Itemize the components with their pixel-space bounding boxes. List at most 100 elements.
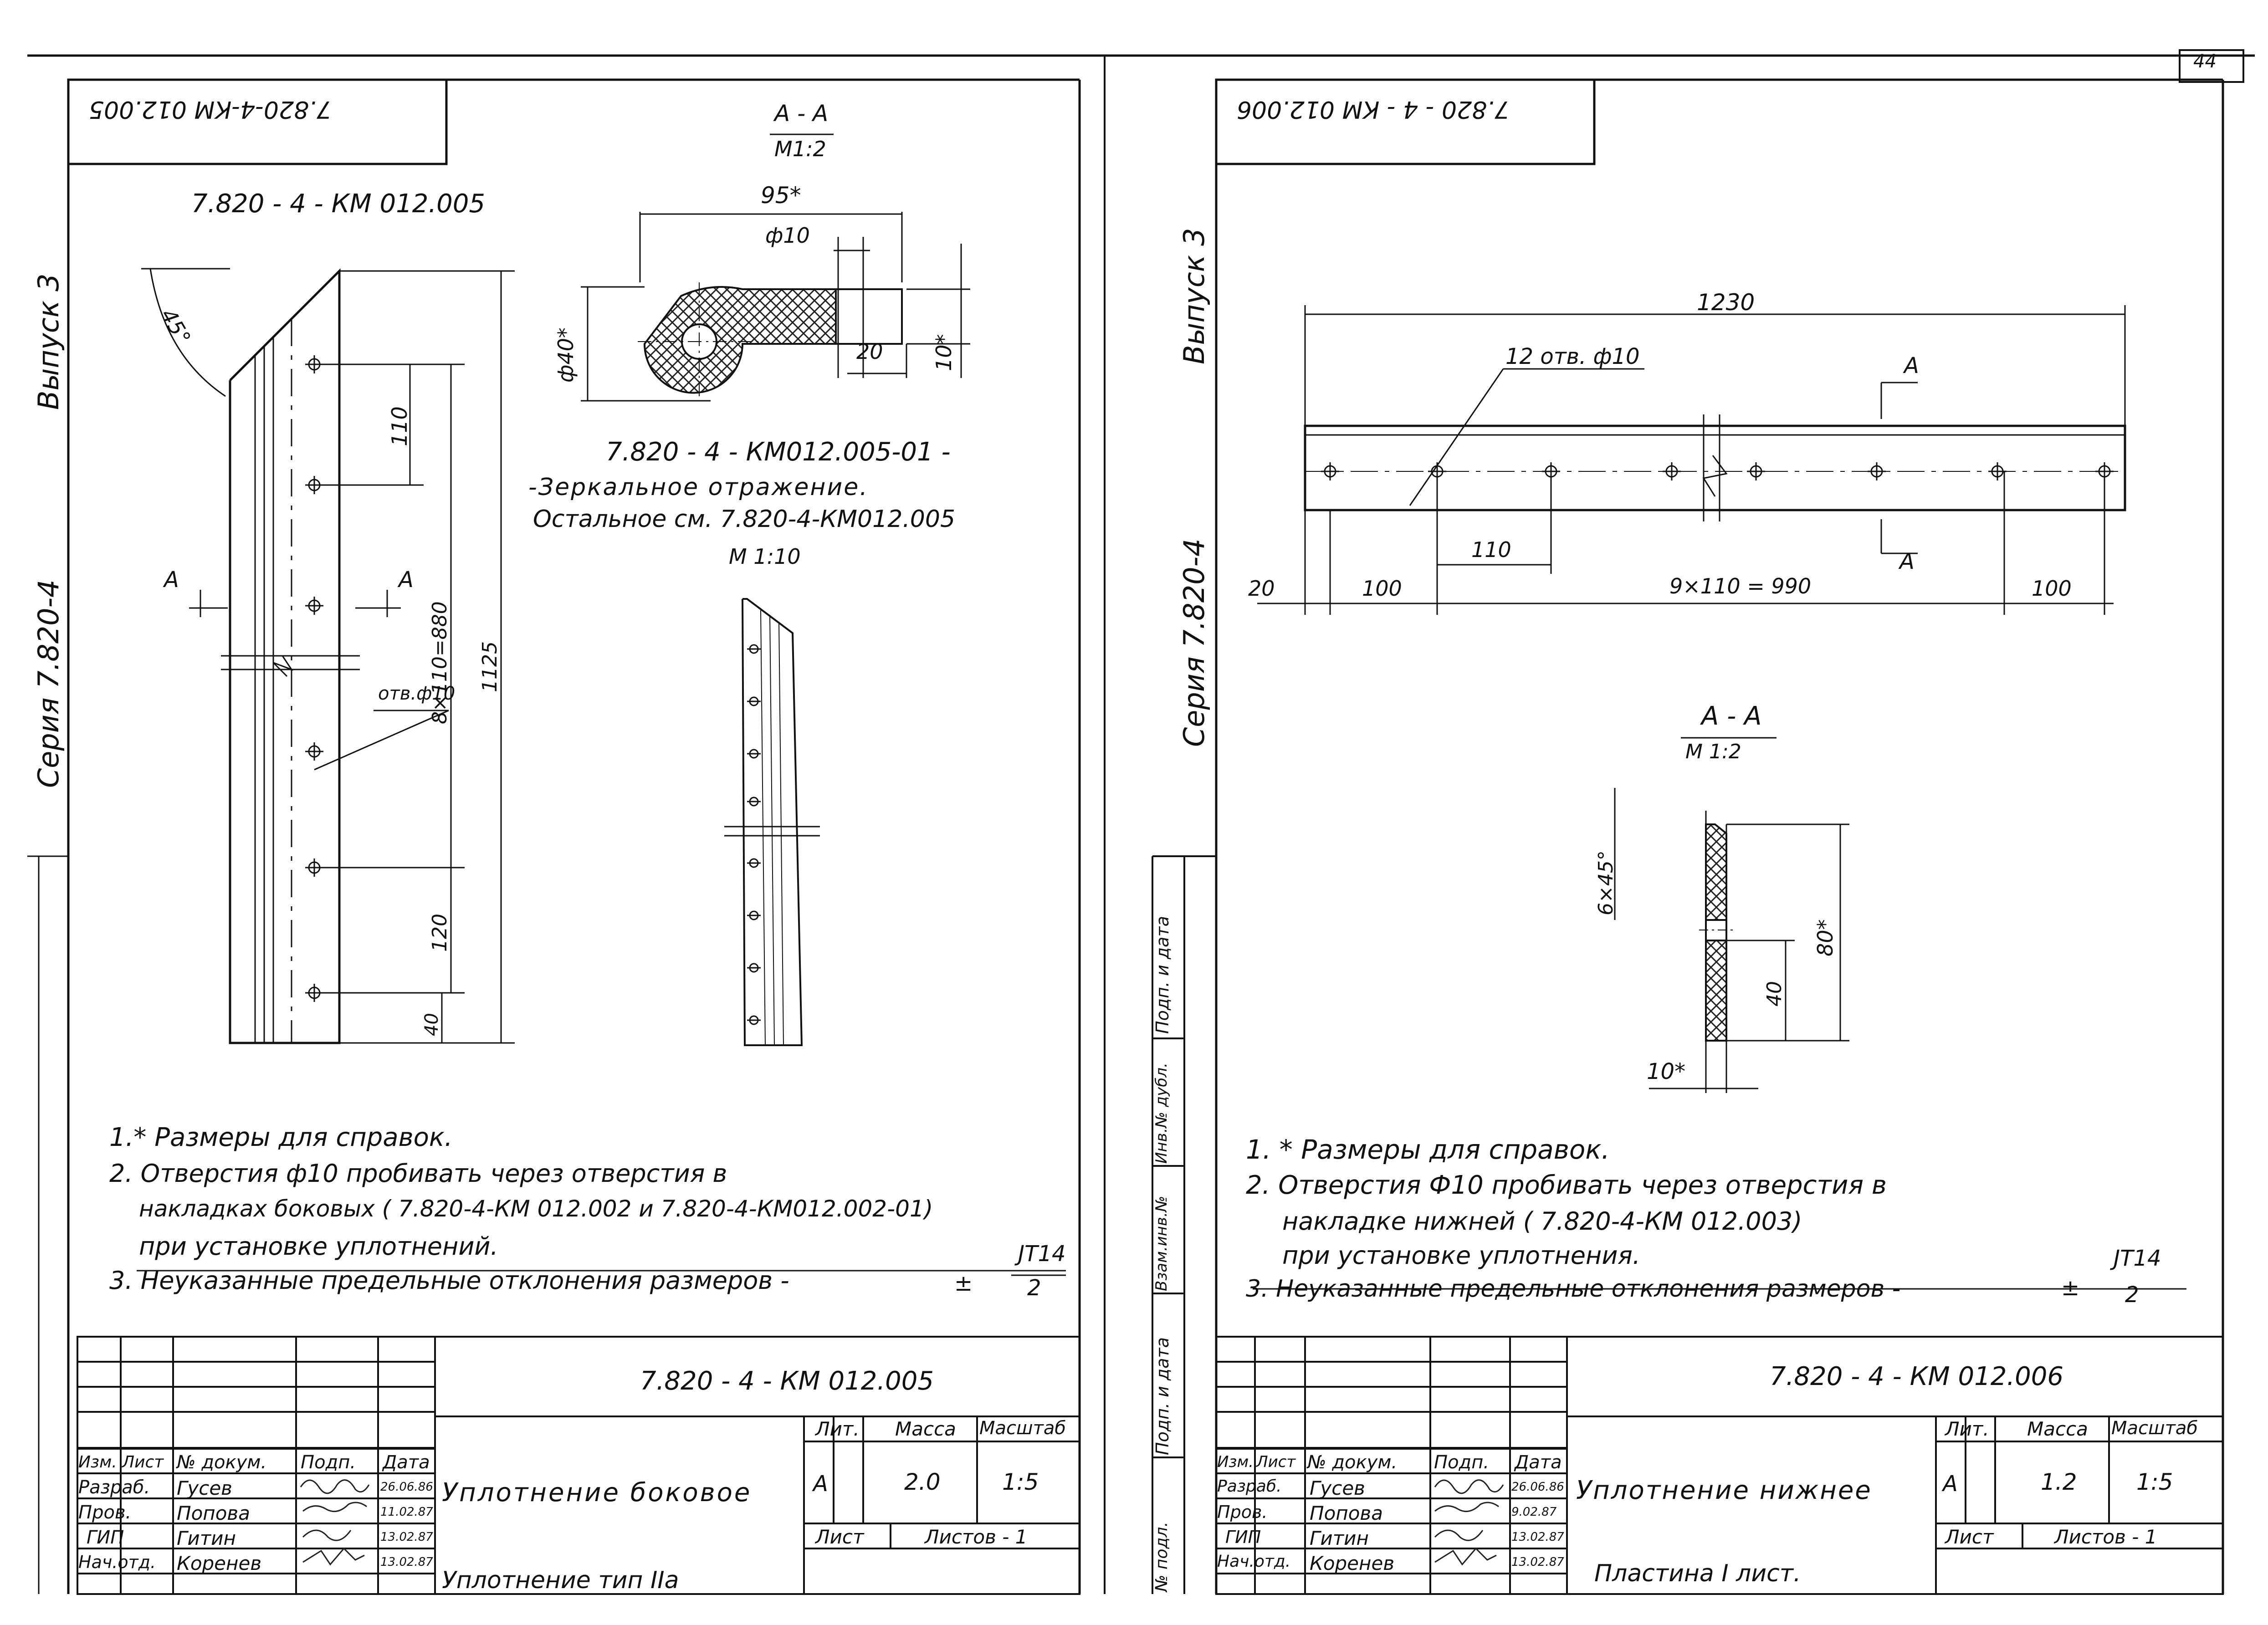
right-row3-date: 13.02.87 xyxy=(1511,1530,1564,1544)
left-small-scale: М 1:10 xyxy=(729,544,801,569)
right-title-name: Уплотнение нижнее xyxy=(1576,1476,1872,1505)
left-note-3: 3. Неуказанные предельные отклонения раз… xyxy=(109,1266,789,1295)
right-dim-10: 10* xyxy=(1647,1059,1686,1084)
right-seria-label: Серия 7.820-4 xyxy=(1178,538,1211,747)
right-side-stamp-4: Подп. и дата xyxy=(1152,1337,1172,1455)
right-cut-a-top: А xyxy=(1904,353,1919,378)
right-lit-value: А xyxy=(1943,1471,1958,1497)
right-corner-stamp-code: 7.820 - 4 - КМ 012.006 xyxy=(1237,96,1510,123)
right-sheets-label: Листов - 1 xyxy=(2054,1526,2157,1548)
left-dim-10: 10* xyxy=(932,334,956,371)
right-row1-role: Разраб. xyxy=(1217,1477,1282,1496)
left-scale-value: 1:5 xyxy=(1002,1469,1039,1495)
left-title-name: Уплотнение боковое xyxy=(442,1478,752,1507)
left-dim-phi40: ф40* xyxy=(553,327,578,383)
right-tolerance-den: 2 xyxy=(2125,1282,2139,1308)
right-side-stamp-2: Инв.№ дубл. xyxy=(1152,1063,1171,1164)
right-row3-name: Гитин xyxy=(1310,1527,1369,1549)
right-row4-role: Нач.отд. xyxy=(1217,1552,1291,1571)
right-side-stamp-3: Взам.инв.№ xyxy=(1152,1196,1171,1291)
right-row3-role: ГИП xyxy=(1225,1527,1261,1547)
bottom-seal-section xyxy=(1614,737,1849,1093)
right-tolerance-num: JT14 xyxy=(2114,1246,2161,1271)
bottom-seal-strip xyxy=(1257,305,2126,615)
right-section-title: А - А xyxy=(1701,701,1762,731)
left-section-title: А - А xyxy=(774,100,829,127)
right-tolerance-sign: ± xyxy=(2061,1275,2080,1301)
right-dim-40: 40 xyxy=(1763,981,1786,1007)
left-row1-role: Разраб. xyxy=(78,1477,150,1498)
right-dim-1230: 1230 xyxy=(1697,289,1755,316)
left-header-doc: № докум. xyxy=(177,1452,267,1473)
left-hole-label: отв.ф10 xyxy=(378,683,456,704)
left-row3-name: Гитин xyxy=(177,1527,236,1549)
right-section-scale: М 1:2 xyxy=(1685,740,1741,763)
left-header-list: Лист xyxy=(122,1453,164,1472)
side-seal-strip xyxy=(141,268,515,1044)
left-scale-header: Масштаб xyxy=(979,1418,1066,1439)
right-row1-name: Гусев xyxy=(1310,1477,1365,1499)
right-note-3: 3. Неуказанные предельные отклонения раз… xyxy=(1246,1275,1901,1303)
mirror-strip xyxy=(724,598,820,1046)
left-dim-20: 20 xyxy=(856,339,883,364)
right-sheet-label: Лист xyxy=(1945,1526,1994,1548)
right-row1-date: 26.06.86 xyxy=(1511,1480,1564,1494)
left-section-scale: М1:2 xyxy=(774,137,826,161)
right-dim-100a: 100 xyxy=(1362,576,1402,601)
left-cut-a-left: А xyxy=(164,567,179,593)
side-seal-section xyxy=(581,133,970,402)
left-row3-date: 13.02.87 xyxy=(380,1530,433,1544)
left-dim-95: 95* xyxy=(761,182,801,209)
left-mirror-line1: 7.820 - 4 - КМ012.005-01 - xyxy=(606,437,951,467)
left-lit-header: Лит. xyxy=(815,1418,860,1440)
right-scale-value: 1:5 xyxy=(2136,1469,2173,1495)
right-header-izm: Изм. xyxy=(1217,1453,1254,1471)
right-title-next: Пластина I лист. xyxy=(1594,1560,1801,1587)
right-row2-name: Попова xyxy=(1310,1502,1383,1524)
right-note-2-end: при установке уплотнения. xyxy=(1282,1241,1641,1270)
left-tolerance-num: JT14 xyxy=(1018,1241,1066,1267)
left-title-next: Уплотнение тип IIа xyxy=(442,1567,679,1594)
left-mass-value: 2.0 xyxy=(904,1469,941,1495)
right-note-2: 2. Отверстия Ф10 пробивать через отверст… xyxy=(1246,1170,1887,1200)
right-row4-date: 13.02.87 xyxy=(1511,1555,1564,1569)
left-cut-a-right: А xyxy=(399,567,414,593)
right-row2-role: Пров. xyxy=(1217,1502,1268,1522)
left-note-2: 2. Отверстия ф10 пробивать через отверст… xyxy=(109,1159,727,1188)
left-seria-label: Серия 7.820-4 xyxy=(32,579,65,788)
right-title-code: 7.820 - 4 - КМ 012.006 xyxy=(1770,1362,2064,1391)
right-row4-name: Коренев xyxy=(1310,1552,1395,1574)
left-dim-110: 110 xyxy=(387,406,412,446)
right-side-stamp-5: № подл. xyxy=(1152,1522,1171,1592)
left-dim-40: 40 xyxy=(421,1013,442,1036)
left-row4-date: 13.02.87 xyxy=(380,1555,433,1569)
right-vypusk-label: Выпуск 3 xyxy=(1178,228,1211,364)
right-note-1: 1. * Размеры для справок. xyxy=(1246,1134,1610,1165)
right-header-date: Дата xyxy=(1515,1452,1562,1473)
left-header-izm: Изм. xyxy=(78,1453,117,1472)
right-dim-6x45: 6×45° xyxy=(1594,850,1618,915)
left-note-1: 1.* Размеры для справок. xyxy=(109,1123,453,1152)
left-row2-role: Пров. xyxy=(78,1502,132,1523)
right-dim-110: 110 xyxy=(1471,537,1511,562)
left-part-code: 7.820 - 4 - КМ 012.005 xyxy=(191,189,486,219)
right-cut-a-bottom: А xyxy=(1899,549,1915,574)
page-number: 44 xyxy=(2193,51,2217,72)
left-vypusk-label: Выпуск 3 xyxy=(32,273,65,410)
left-note-2-cont: накладках боковых ( 7.820-4-КМ 012.002 и… xyxy=(139,1196,933,1222)
right-note-2-cont: накладке нижней ( 7.820-4-КМ 012.003) xyxy=(1282,1207,1802,1236)
left-tolerance-den: 2 xyxy=(1027,1275,1041,1301)
left-row1-date: 26.06.86 xyxy=(380,1480,433,1494)
left-dim-1125: 1125 xyxy=(478,641,502,692)
left-sheets-label: Листов - 1 xyxy=(925,1526,1028,1548)
left-sheet-label: Лист xyxy=(815,1526,864,1548)
left-header-date: Дата xyxy=(383,1452,430,1473)
right-dim-80: 80* xyxy=(1813,919,1838,956)
left-row2-name: Попова xyxy=(177,1502,250,1524)
right-lit-header: Лит. xyxy=(1945,1418,1989,1440)
right-row2-date: 9.02.87 xyxy=(1511,1505,1557,1519)
right-header-list: Лист xyxy=(1256,1453,1296,1471)
left-row3-role: ГИП xyxy=(87,1527,124,1548)
left-row4-role: Нач.отд. xyxy=(78,1552,156,1572)
